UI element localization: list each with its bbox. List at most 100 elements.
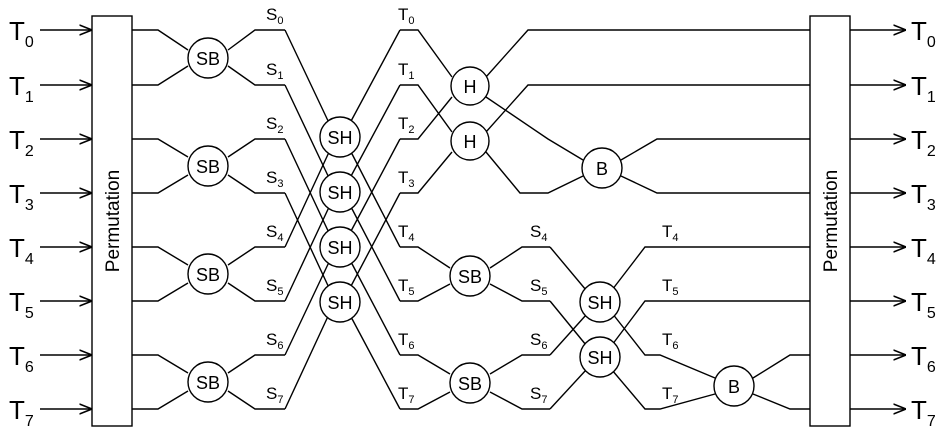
- wire: [349, 29, 401, 124]
- wire-label: S3: [266, 168, 283, 190]
- wire-label: S5: [530, 276, 547, 298]
- wire: [227, 246, 285, 266]
- wire: [227, 282, 285, 302]
- svg-text:H: H: [464, 77, 477, 97]
- wire: [349, 149, 401, 248]
- wires: [40, 30, 906, 409]
- svg-text:SH: SH: [327, 293, 352, 313]
- stage1-labels: S0 S1 S2 S3 S4 S5 S6 S7: [266, 5, 283, 406]
- wire: [349, 84, 401, 179]
- wire-label: S2: [266, 114, 283, 136]
- wire: [227, 390, 285, 410]
- wire-label: S4: [530, 222, 547, 244]
- wire: [400, 84, 453, 133]
- wire: [132, 282, 189, 302]
- wire: [489, 391, 550, 410]
- h-node: H: [450, 121, 490, 161]
- wire: [485, 151, 584, 194]
- wire: [284, 259, 331, 356]
- svg-text:SH: SH: [587, 293, 612, 313]
- wire: [284, 192, 331, 291]
- input-label: T5: [9, 287, 34, 322]
- sb-node: SB: [187, 361, 229, 403]
- permutation-label: Permutation: [821, 170, 842, 272]
- wire-label: T4: [398, 222, 415, 244]
- wire-label: T5: [662, 276, 679, 298]
- wire: [284, 204, 331, 302]
- svg-text:SH: SH: [327, 128, 352, 148]
- output-label: T4: [911, 233, 936, 268]
- wire-label: S7: [266, 384, 283, 406]
- wire-label: T3: [398, 168, 415, 190]
- wire: [611, 300, 810, 346]
- output-label: T7: [911, 395, 936, 430]
- wire: [227, 354, 285, 374]
- wire-label: S4: [266, 222, 283, 244]
- svg-text:SB: SB: [196, 157, 220, 177]
- wire: [489, 283, 550, 302]
- h-node: H: [450, 66, 490, 106]
- wire: [284, 29, 331, 126]
- input-label: T1: [9, 71, 34, 106]
- wire: [489, 354, 550, 375]
- wire: [752, 393, 810, 410]
- wire: [620, 175, 810, 194]
- wire-label: T5: [398, 276, 415, 298]
- sb-node: SB: [187, 253, 229, 295]
- svg-text:SB: SB: [458, 267, 482, 287]
- wire: [284, 311, 331, 410]
- output-label: T6: [911, 341, 936, 376]
- wire-label: S6: [266, 330, 283, 352]
- wire: [620, 138, 810, 161]
- wire: [611, 369, 716, 410]
- wire-label: S6: [530, 330, 547, 352]
- wire: [349, 259, 401, 356]
- wire: [132, 29, 189, 51]
- output-label: T0: [911, 16, 936, 51]
- wire: [132, 354, 189, 374]
- sh-node: SH: [579, 281, 621, 323]
- wire: [400, 96, 453, 140]
- svg-text:SH: SH: [327, 238, 352, 258]
- input-label: T4: [9, 233, 34, 268]
- sb-node: SB: [187, 37, 229, 79]
- wire: [284, 138, 331, 236]
- output-label: T3: [911, 179, 936, 214]
- wire: [349, 314, 401, 410]
- permutation-box-left: Permutation: [91, 15, 133, 427]
- wire: [284, 149, 331, 248]
- svg-text:B: B: [728, 377, 740, 397]
- wire: [549, 246, 587, 291]
- input-label: T7: [9, 395, 34, 430]
- input-label: T3: [9, 179, 34, 214]
- sh-node: SH: [319, 226, 361, 268]
- wire-label: S7: [530, 384, 547, 406]
- output-labels: T0 T1 T2 T3 T4 T5 T6 T7: [911, 16, 936, 430]
- wire: [611, 312, 716, 379]
- sh-node: SH: [579, 336, 621, 378]
- output-label: T2: [911, 125, 936, 160]
- wire-label: S1: [266, 60, 283, 82]
- wire: [549, 314, 587, 356]
- wire: [400, 354, 451, 375]
- stage2-labels: T0 T1 T2 T3 T4 T5 T6 T7: [398, 5, 415, 406]
- output-label: T5: [911, 287, 936, 322]
- wire: [132, 65, 189, 86]
- wire: [400, 151, 453, 194]
- wire: [611, 246, 810, 291]
- output-label: T1: [911, 71, 936, 106]
- wire: [549, 369, 587, 410]
- wire-label: T6: [398, 330, 415, 352]
- wire: [132, 138, 189, 158]
- wire: [485, 84, 810, 133]
- wire: [400, 283, 451, 302]
- wire: [400, 29, 453, 78]
- input-label: T2: [9, 125, 34, 160]
- wire: [227, 138, 285, 158]
- svg-text:H: H: [464, 132, 477, 152]
- input-label: T0: [9, 16, 34, 51]
- wire: [132, 246, 189, 266]
- wire-label: T4: [662, 222, 679, 244]
- sb-node: SB: [449, 362, 491, 404]
